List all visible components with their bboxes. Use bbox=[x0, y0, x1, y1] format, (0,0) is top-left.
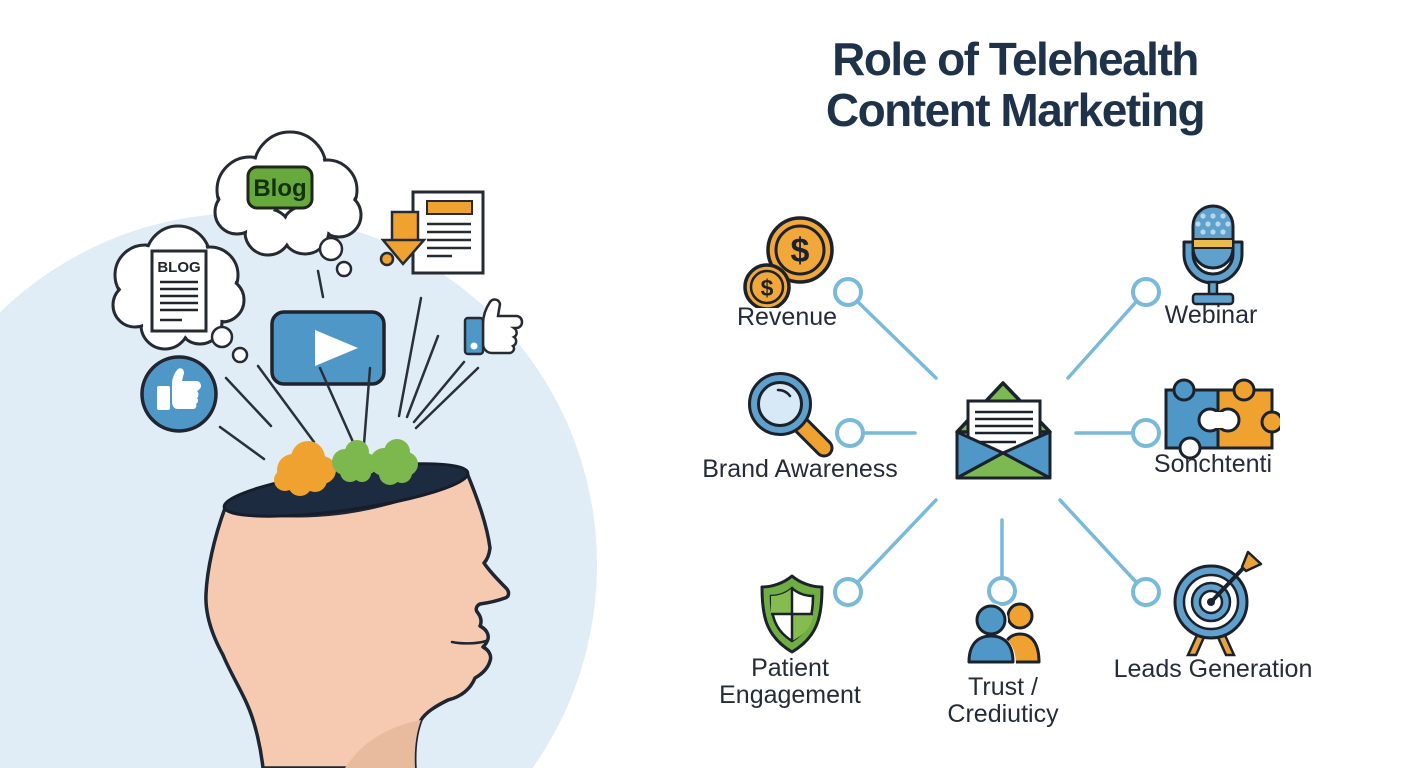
node-label-patient-line1: Patient bbox=[751, 654, 829, 682]
blog-badge bbox=[246, 165, 314, 210]
connector-node bbox=[1131, 577, 1161, 607]
microphone-icon bbox=[1182, 204, 1244, 306]
node-label-revenue: Revenue bbox=[736, 303, 838, 331]
node-label-content: Sonchtenti bbox=[1153, 450, 1273, 478]
head-content-illustration: Blog BLOG bbox=[0, 130, 597, 768]
video-play-button bbox=[270, 310, 386, 386]
page-title-line2: Content Marketing bbox=[825, 83, 1206, 136]
mouth-line bbox=[450, 639, 488, 645]
two-people-icon bbox=[966, 602, 1041, 665]
download-arrow-icon bbox=[379, 210, 427, 267]
article-document bbox=[411, 190, 485, 275]
thought-cloud-blog-document: BLOG bbox=[111, 224, 249, 364]
node-label-webinar: Webinar bbox=[1164, 301, 1258, 329]
puzzle-pieces-icon bbox=[1164, 378, 1280, 460]
connector-node bbox=[833, 577, 863, 607]
shield-icon bbox=[760, 574, 824, 654]
envelope-email-icon bbox=[955, 381, 1052, 480]
magnifier-icon bbox=[748, 372, 834, 458]
blog-document bbox=[150, 249, 208, 333]
connector-node bbox=[1131, 418, 1161, 448]
radiating-lines bbox=[218, 269, 480, 461]
node-label-leads-generation: Leads Generation bbox=[1113, 655, 1313, 683]
svg-text:$: $ bbox=[761, 275, 774, 301]
play-triangle-icon bbox=[315, 330, 358, 366]
node-label-brand-awareness: Brand Awareness bbox=[702, 455, 898, 483]
thumbs-up-circle-icon bbox=[140, 355, 218, 433]
node-label-trust-line2: Crediuticy bbox=[947, 700, 1059, 728]
blog-badge-text: Blog bbox=[253, 175, 306, 202]
node-label-patient-engagement: Patient Engagement bbox=[690, 655, 890, 709]
blog-document-title: BLOG bbox=[157, 259, 200, 276]
target-arrow-icon bbox=[1173, 550, 1263, 657]
thought-cloud-blog-badge: Blog bbox=[213, 130, 363, 278]
page-title-line1: Role of Telehealth bbox=[832, 33, 1199, 85]
idea-blobs bbox=[274, 439, 418, 496]
coins-dollar-icon: $ $ bbox=[743, 216, 834, 308]
node-label-patient-line2: Engagement bbox=[719, 681, 861, 709]
page-title: Role of Telehealth Content Marketing bbox=[735, 34, 1295, 135]
neck-shading bbox=[345, 720, 421, 768]
svg-text:$: $ bbox=[791, 232, 810, 270]
node-label-trust-line1: Trust / bbox=[968, 673, 1038, 701]
node-label-trust: Trust / Crediuticy bbox=[903, 674, 1103, 728]
thumbs-up-outline-icon bbox=[463, 298, 524, 356]
